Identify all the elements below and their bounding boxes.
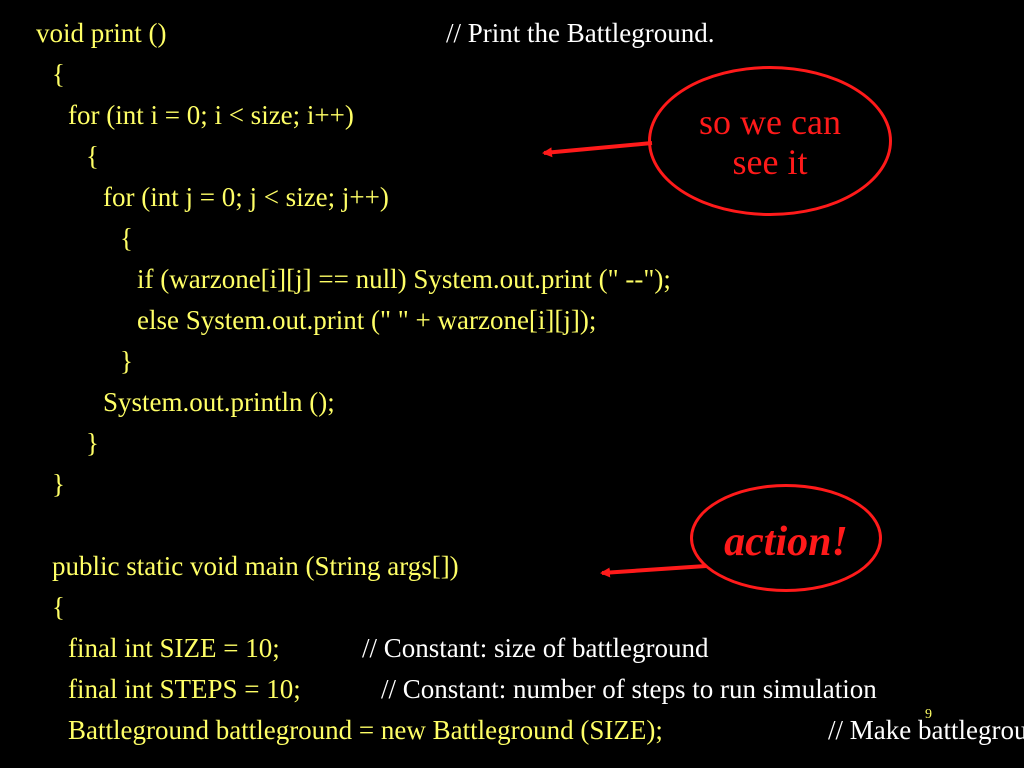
code-line-1: void print () [36,18,167,48]
code-line-11: } [86,428,99,458]
code-line-10: System.out.println (); [103,387,335,417]
code-line-9: } [120,346,133,376]
code-line-8: else System.out.print (" " + warzone[i][… [137,305,597,335]
arrow-to-loop [542,141,653,158]
code-comment-1: // Print the Battleground. [446,18,715,48]
code-line-5: for (int j = 0; j < size; j++) [103,182,389,212]
code-comment-17: // Make battleground [828,715,1024,745]
code-line-14: { [52,592,65,622]
callout-so-we-can-see-it: so we can see it [648,66,892,216]
code-comment-16: // Constant: number of steps to run simu… [381,674,877,704]
code-line-2: { [52,59,65,89]
code-line-13: public static void main (String args[]) [52,551,459,581]
code-line-7: if (warzone[i][j] == null) System.out.pr… [137,264,671,294]
code-line-6: { [120,223,133,253]
code-line-15: final int SIZE = 10; [68,633,280,663]
slide-number: 9 [925,707,932,722]
code-line-12: } [52,469,65,499]
code-comment-15: // Constant: size of battleground [362,633,709,663]
code-line-17: Battleground battleground = new Battlegr… [68,715,663,745]
code-line-3: for (int i = 0; i < size; i++) [68,100,354,130]
callout-action: action! [690,484,882,592]
arrow-to-main [600,564,707,578]
code-line-16: final int STEPS = 10; [68,674,301,704]
code-line-4: { [86,141,99,171]
